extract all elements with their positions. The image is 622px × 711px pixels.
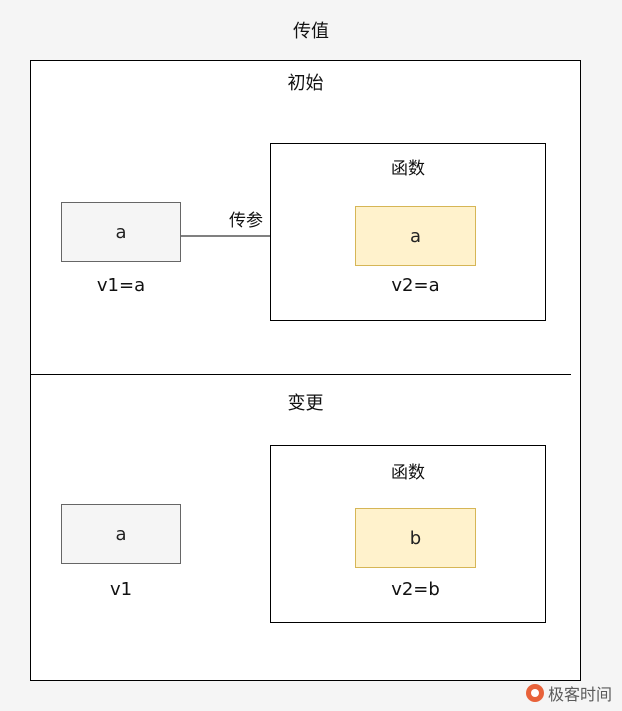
page-title: 传值	[293, 21, 329, 42]
changed-function-title: 函数	[391, 463, 425, 483]
watermark: 极客时间	[525, 681, 612, 705]
changed-v2-caption: v2=b	[391, 579, 440, 600]
changed-v1-box: a	[61, 504, 181, 564]
initial-v2-caption: v2=a	[391, 275, 440, 296]
pass-arg-label: 传参	[229, 211, 263, 231]
watermark-text: 极客时间	[547, 685, 612, 704]
changed-v2-box: b	[355, 508, 476, 568]
section-divider	[30, 374, 571, 375]
initial-v1-box: a	[61, 202, 181, 262]
changed-heading: 变更	[287, 393, 324, 414]
initial-function-title: 函数	[391, 159, 425, 179]
initial-v2-box: a	[355, 206, 476, 266]
geektime-logo-icon	[525, 684, 544, 702]
initial-heading: 初始	[287, 73, 324, 94]
changed-v1-caption: v1	[109, 579, 133, 600]
initial-v1-caption: v1=a	[96, 275, 146, 296]
